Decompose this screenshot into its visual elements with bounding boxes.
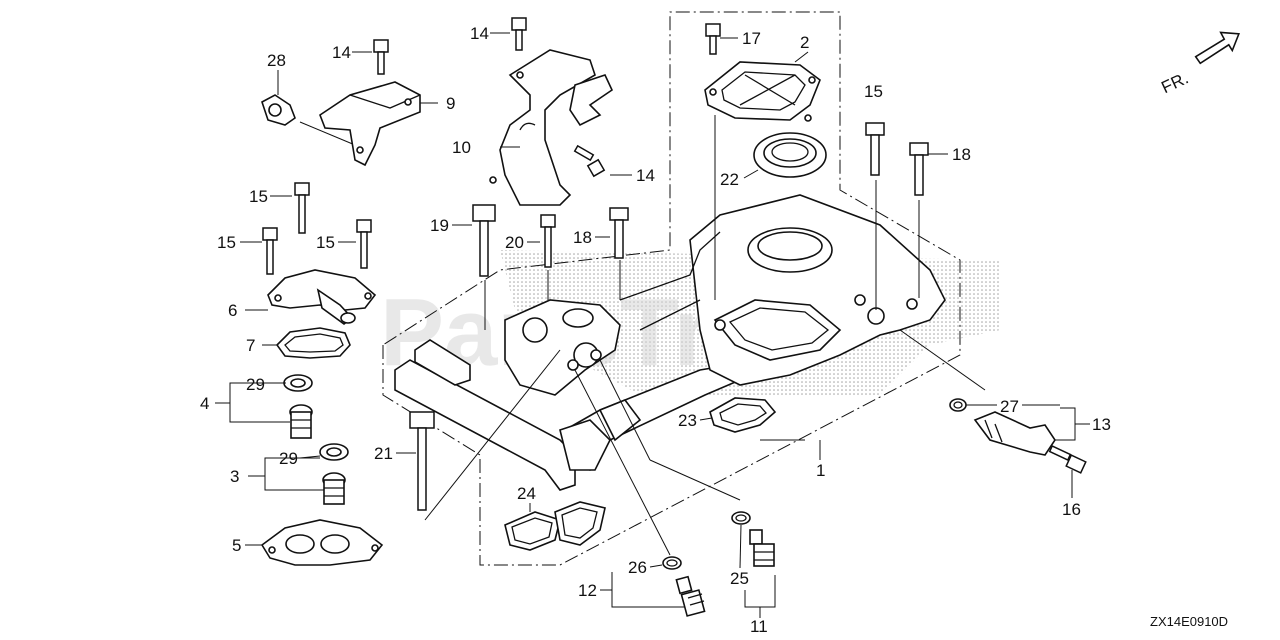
callout-11: 11	[750, 617, 768, 636]
front-label: FR.	[1158, 68, 1191, 97]
callout-19: 19	[430, 216, 449, 235]
callout-2: 2	[800, 33, 809, 52]
callout-29a: 29	[246, 375, 265, 394]
cover-2[interactable]	[704, 51, 821, 122]
callout-15a: 15	[249, 187, 268, 206]
callout-14c: 14	[636, 166, 655, 185]
callout-15b: 15	[217, 233, 236, 252]
callout-26: 26	[628, 558, 647, 577]
callout-23: 23	[678, 411, 697, 430]
callout-16: 16	[1062, 500, 1081, 519]
callout-18a: 18	[952, 145, 971, 164]
callout-7: 7	[246, 336, 255, 355]
callout-15d: 15	[864, 82, 883, 101]
gasket-23[interactable]	[709, 397, 777, 433]
gasket-7[interactable]	[262, 327, 351, 359]
callout-29b: 29	[279, 449, 298, 468]
callout-28: 28	[267, 51, 286, 70]
callout-3: 3	[230, 467, 239, 486]
callout-17: 17	[742, 29, 761, 48]
seal-29-lower[interactable]	[319, 443, 349, 461]
leader-lines	[299, 115, 986, 556]
sensor-12[interactable]	[675, 575, 706, 617]
callout-15c: 15	[316, 233, 335, 252]
callout-13: 13	[1092, 415, 1111, 434]
bracket-10[interactable]	[489, 49, 614, 206]
o-ring-25[interactable]	[731, 511, 751, 525]
callout-20: 20	[505, 233, 524, 252]
group-brackets	[215, 382, 1090, 618]
sensor-13[interactable]	[973, 411, 1056, 456]
arrow-up-right-icon	[1194, 31, 1241, 65]
callouts: 1 2 3 4 5 6 7 9 10 11 12 13 14 14 14 15 …	[200, 24, 1111, 636]
thermostat-4[interactable]	[289, 404, 313, 439]
callout-leaders	[240, 32, 1073, 569]
seal-29-upper[interactable]	[283, 374, 313, 392]
callout-14b: 14	[332, 43, 351, 62]
callout-6: 6	[228, 301, 237, 320]
callout-9: 9	[446, 94, 455, 113]
callout-18b: 18	[573, 228, 592, 247]
callout-10: 10	[452, 138, 471, 157]
callout-1: 1	[816, 461, 825, 480]
thermostat-cover-6[interactable]	[245, 269, 377, 325]
bolts[interactable]	[262, 17, 1087, 511]
gasket-24[interactable]	[504, 501, 606, 551]
sensor-11[interactable]	[749, 529, 775, 567]
callout-5: 5	[232, 536, 241, 555]
cover-5[interactable]	[245, 519, 384, 566]
callout-25: 25	[730, 569, 749, 588]
callout-14a: 14	[470, 24, 489, 43]
callout-22: 22	[720, 170, 739, 189]
callout-24: 24	[517, 484, 536, 503]
o-ring-26[interactable]	[662, 556, 682, 570]
clamp-28[interactable]	[261, 94, 296, 126]
callout-21: 21	[374, 444, 393, 463]
thermostat-3[interactable]	[322, 472, 346, 505]
callout-27: 27	[1000, 397, 1019, 416]
callout-4: 4	[200, 394, 209, 413]
bracket-9[interactable]	[319, 81, 438, 167]
front-direction-indicator: FR.	[1158, 31, 1241, 97]
oil-seal-22[interactable]	[753, 132, 827, 178]
o-ring-27[interactable]	[949, 398, 967, 412]
callout-12: 12	[578, 581, 597, 600]
diagram-code: ZX14E0910D	[1150, 614, 1228, 629]
